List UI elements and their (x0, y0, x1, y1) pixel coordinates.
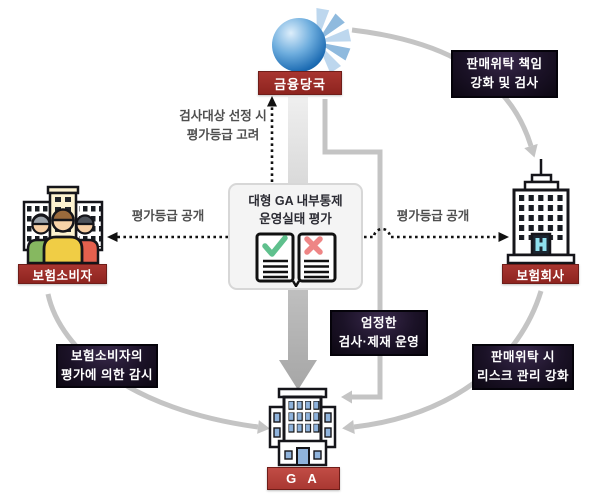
evaluation-box-line1: 대형 GA 내부통제 (248, 194, 343, 208)
callout-risk-management: 판매위탁 시 리스크 관리 강화 (472, 344, 574, 390)
callout-strict-sanctions: 엄정한 검사·제재 운영 (330, 310, 428, 356)
evaluation-box-line2: 운영실태 평가 (259, 212, 332, 227)
callout-strict-sanctions-line2: 검사·제재 운영 (338, 335, 420, 349)
annotation-grade-consider: 검사대상 선정 시 평가등급 고려 (158, 107, 288, 145)
dotted-arrow-evaluation-to-regulator (267, 96, 277, 182)
callout-strict-sanctions-line1: 엄정한 (360, 315, 397, 330)
office-tower-icon (506, 159, 576, 265)
callout-consumer-watch: 보험소비자의 평가에 의한 감시 (56, 344, 158, 388)
dotted-arrow-grade-to-insurer (364, 227, 509, 242)
callout-entrust-inspection-line1: 판매위탁 책임 (466, 56, 543, 71)
open-book-check-cross-icon (255, 232, 336, 288)
callout-risk-management-line2: 리스크 관리 강화 (477, 369, 569, 383)
annotation-grade-disclose-left: 평가등급 공개 (131, 209, 205, 223)
office-building-icon (268, 387, 337, 467)
evaluation-box: 대형 GA 내부통제 운영실태 평가 (228, 183, 363, 290)
label-ga: G A (267, 467, 340, 490)
callout-consumer-watch-line1: 보험소비자의 (70, 348, 143, 363)
label-consumer: 보험소비자 (18, 264, 107, 284)
flow-regulator-to-ga-line (322, 99, 383, 404)
label-insurer: 보험회사 (502, 264, 579, 284)
dotted-arrow-grade-to-consumer (107, 232, 228, 242)
annotation-grade-consider-line2: 평가등급 고려 (186, 127, 260, 142)
callout-risk-management-line1: 판매위탁 시 (491, 349, 555, 364)
globe-icon (272, 8, 351, 74)
label-regulator: 금융당국 (258, 71, 342, 95)
callout-consumer-watch-line2: 평가에 의한 감시 (61, 368, 153, 382)
callout-entrust-inspection: 판매위탁 책임 강화 및 검사 (451, 50, 558, 98)
people-group-icon (22, 185, 104, 265)
callout-entrust-inspection-line2: 강화 및 검사 (470, 76, 539, 90)
annotation-grade-disclose-right: 평가등급 공개 (396, 209, 470, 223)
annotation-grade-consider-line1: 검사대상 선정 시 (179, 109, 267, 123)
